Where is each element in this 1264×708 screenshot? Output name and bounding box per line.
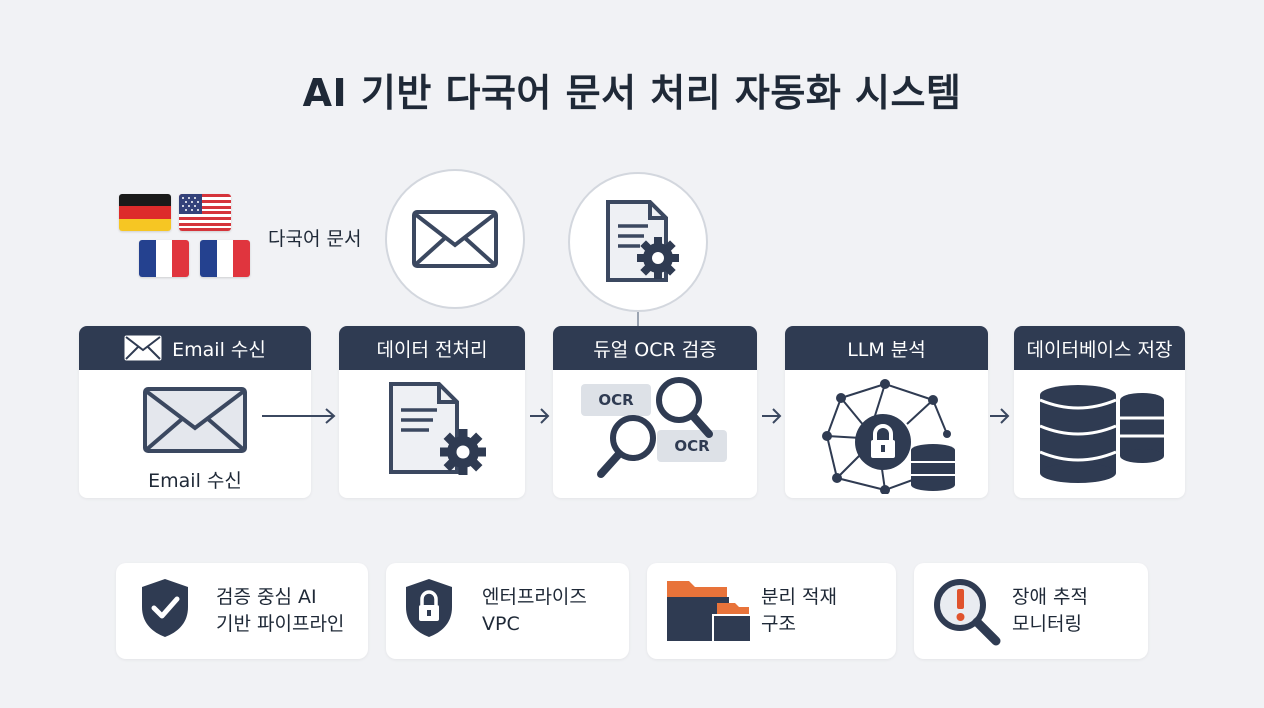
document-gear-icon (606, 200, 679, 282)
ocr-tag: OCR (581, 384, 651, 416)
feature-line-1: 엔터프라이즈 (482, 586, 587, 608)
document-circle (568, 172, 708, 312)
pipeline-step-preprocess: 데이터 전처리 (339, 326, 525, 498)
french-flag-icon (200, 240, 250, 277)
feature-line-1: 장애 추적 (1012, 586, 1088, 608)
german-flag-icon (119, 194, 171, 231)
feature-line-1: 분리 적재 (761, 586, 837, 608)
pipeline-step-email: Email 수신 Email 수신 (79, 326, 311, 498)
french-flag-icon (139, 240, 189, 277)
feature-verification-pipeline: 검증 중심 AI 기반 파이프라인 (116, 563, 368, 659)
database-icon (1039, 385, 1164, 483)
ocr-tag: OCR (657, 430, 727, 462)
flow-arrow (262, 408, 336, 424)
folders-icon (667, 581, 751, 643)
shield-lock-icon (406, 579, 452, 637)
feature-line-1: 검증 중심 AI (216, 586, 317, 608)
pipeline-step-llm: LLM 분석 (785, 326, 988, 498)
network-lock-icon (822, 379, 955, 494)
feature-failure-monitoring: 장애 추적 모니터링 (914, 563, 1148, 659)
step-sublabel: Email 수신 (148, 470, 242, 492)
flow-arrow (762, 408, 782, 424)
step-header-label: 데이터베이스 저장 (1026, 338, 1173, 361)
multilingual-label: 다국어 문서 (268, 228, 362, 250)
step-header-label: LLM 분석 (847, 338, 926, 361)
envelope-circle (385, 169, 525, 309)
shield-check-icon (142, 579, 188, 637)
magnifier-icon (597, 415, 656, 478)
alert-magnifier-icon (934, 579, 1001, 646)
us-flag-icon (179, 194, 231, 231)
circle-connector-line (637, 312, 639, 328)
step-header-label: Email 수신 (172, 338, 266, 361)
feature-separated-storage: 분리 적재 구조 (647, 563, 896, 659)
magnifier-icon (656, 377, 713, 438)
pipeline-step-database: 데이터베이스 저장 (1014, 326, 1185, 498)
feature-line-2: 구조 (761, 613, 796, 635)
flow-arrow (530, 408, 550, 424)
flow-arrow (990, 408, 1010, 424)
feature-line-2: 모니터링 (1012, 613, 1082, 635)
step-header-label: 데이터 전처리 (376, 338, 488, 361)
envelope-icon (124, 335, 162, 361)
envelope-icon (143, 387, 247, 453)
feature-enterprise-vpc: 엔터프라이즈 VPC (386, 563, 629, 659)
page-title: AI 기반 다국어 문서 처리 자동화 시스템 (302, 71, 962, 115)
step-header-label: 듀얼 OCR 검증 (593, 338, 717, 361)
feature-line-2: 기반 파이프라인 (216, 613, 345, 635)
document-gear-icon (389, 382, 486, 475)
envelope-icon (412, 210, 498, 268)
pipeline-step-dual-ocr: 듀얼 OCR 검증 OCR OCR (553, 326, 757, 498)
feature-line-2: VPC (482, 613, 520, 635)
